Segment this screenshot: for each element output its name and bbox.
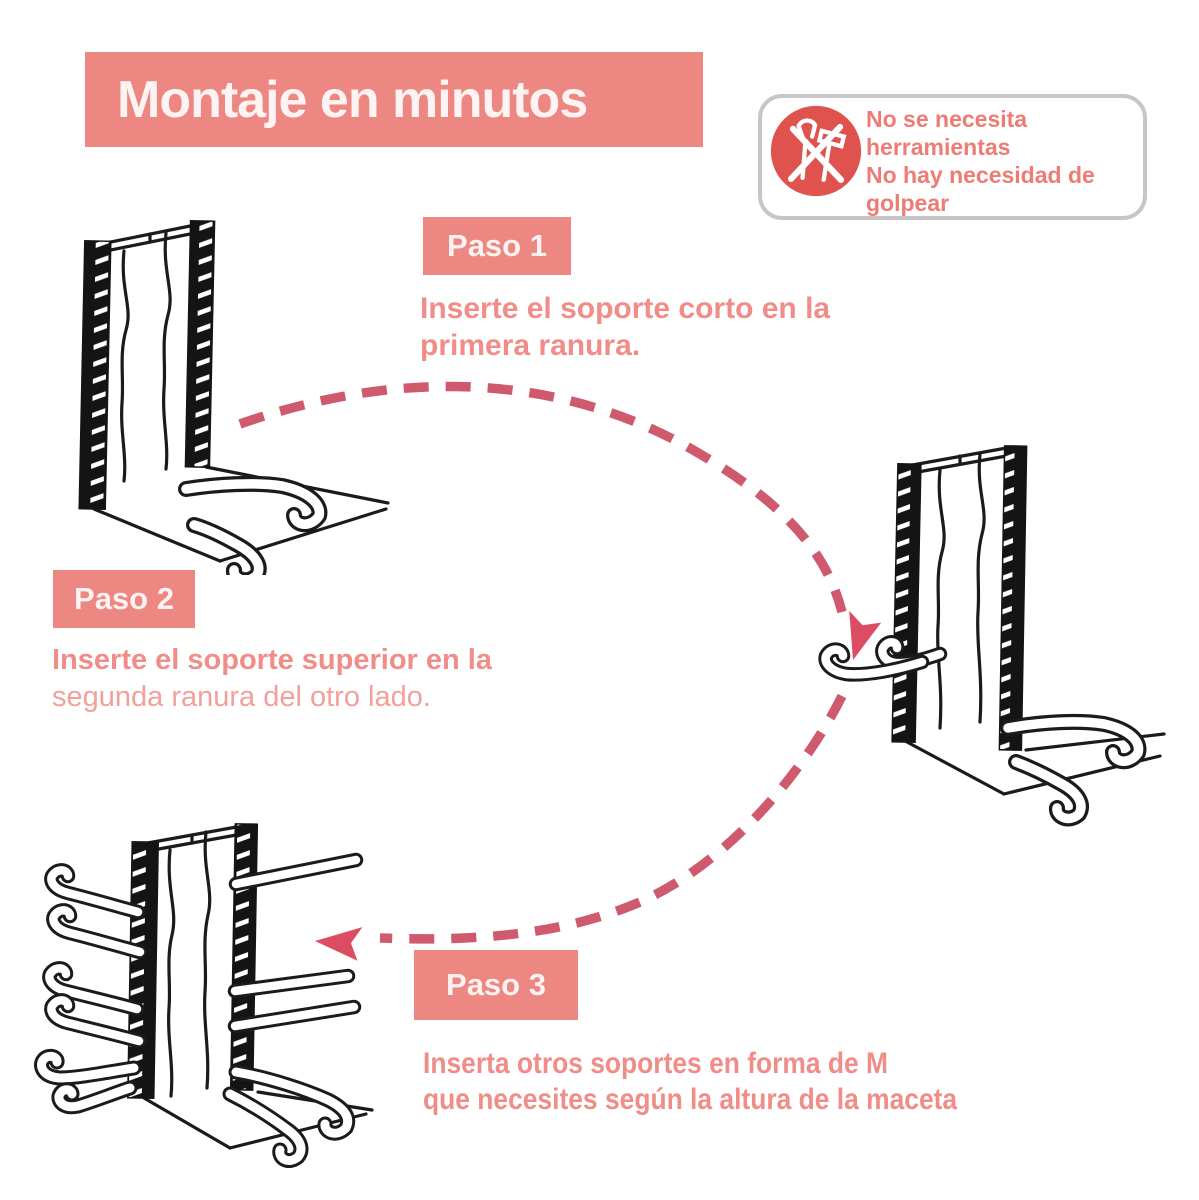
rack-illustration-step2 [818,445,1166,827]
step3-label-box: Paso 3 [414,950,578,1020]
step-description-line: Inserte el soporte corto en la [420,292,831,325]
title-banner: Montaje en minutos [85,52,703,147]
m-shaped-base-support [1000,713,1147,827]
badge-line: herramientas [866,134,1011,160]
rack-illustration-step3 [34,823,374,1168]
inserted-m-support [818,635,948,682]
badge-line: golpear [866,190,950,216]
step3-description: Inserta otros soportes en forma de M que… [423,1046,1030,1118]
step2-label: Paso 2 [74,581,174,616]
step1-label: Paso 1 [447,228,547,263]
no-tools-icon [770,105,862,197]
right-m-supports [222,852,364,1168]
step2-label-box: Paso 2 [53,570,195,628]
m-shaped-base-support [178,475,328,575]
step-description-line: Inserte el soporte superior en la [52,644,492,676]
step1-description: Inserte el soporte corto en la primera r… [420,290,830,364]
badge-line: No hay necesidad de [866,162,1095,188]
step1-label-box: Paso 1 [423,217,571,275]
rack-frame-illustration-step1 [78,220,390,575]
no-tools-badge: No se necesita herramientas No hay neces… [758,94,1147,220]
step-description-line: segunda ranura del otro lado. [52,681,431,713]
step-description-line: que necesites según la altura de la mace… [423,1083,958,1116]
step3-label: Paso 3 [446,967,546,1002]
badge-line: No se necesita [866,106,1028,132]
page-title: Montaje en minutos [117,70,588,129]
dashed-arrow-step2-to-step3 [379,693,847,944]
step2-description: Inserte el soporte superior en la segund… [52,642,492,716]
no-tools-text: No se necesita herramientas No hay neces… [866,105,1095,217]
step-description-line: Inserta otros soportes en forma de M [423,1047,889,1080]
left-m-supports [34,863,148,1115]
step-description-line: primera ranura. [420,329,641,362]
